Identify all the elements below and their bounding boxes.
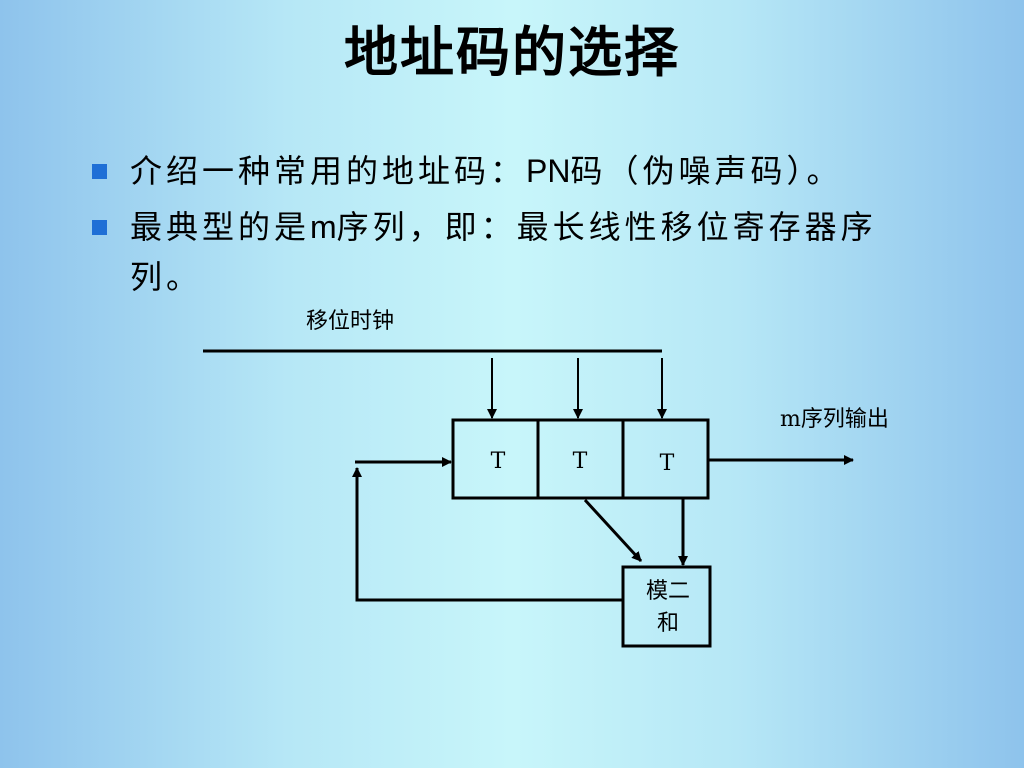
register-label: T <box>491 449 506 474</box>
bullet-text-part: 序列，即：最长线性移位寄存器序列。 <box>130 208 877 296</box>
register-label: T <box>573 449 588 474</box>
bullet-list: 介绍一种常用的地址码：PN码（伪噪声码）。 最典型的是m序列，即：最长线性移位寄… <box>92 146 992 302</box>
bullet-text: 最典型的是m序列，即：最长线性移位寄存器序列。 <box>130 202 925 302</box>
bullet-text-part: 介绍一种常用的地址码： <box>130 152 527 190</box>
bullet-item: 最典型的是m序列，即：最长线性移位寄存器序列。 <box>92 202 992 302</box>
mod2-adder-label: 模二 <box>646 579 690 604</box>
slide-title: 地址码的选择 <box>344 20 680 84</box>
bullet-square-icon <box>92 164 107 179</box>
bullet-text-latin: PN <box>526 153 571 189</box>
clock-label: 移位时钟 <box>306 309 394 334</box>
bullet-text-part: 码（伪噪声码）。 <box>570 152 843 190</box>
mod2-adder-label: 和 <box>657 611 679 636</box>
output-label: m序列输出 <box>780 407 889 432</box>
bullet-text-part: 最典型的是 <box>130 208 311 246</box>
bullet-item: 介绍一种常用的地址码：PN码（伪噪声码）。 <box>92 146 992 196</box>
bullet-square-icon <box>92 220 107 235</box>
bullet-text-latin: m <box>310 209 337 245</box>
register-label: T <box>660 451 675 476</box>
mod2-adder-box <box>621 565 712 648</box>
feedback-line <box>352 467 623 602</box>
tap-arrow <box>583 498 643 563</box>
bullet-text: 介绍一种常用的地址码：PN码（伪噪声码）。 <box>130 146 925 196</box>
